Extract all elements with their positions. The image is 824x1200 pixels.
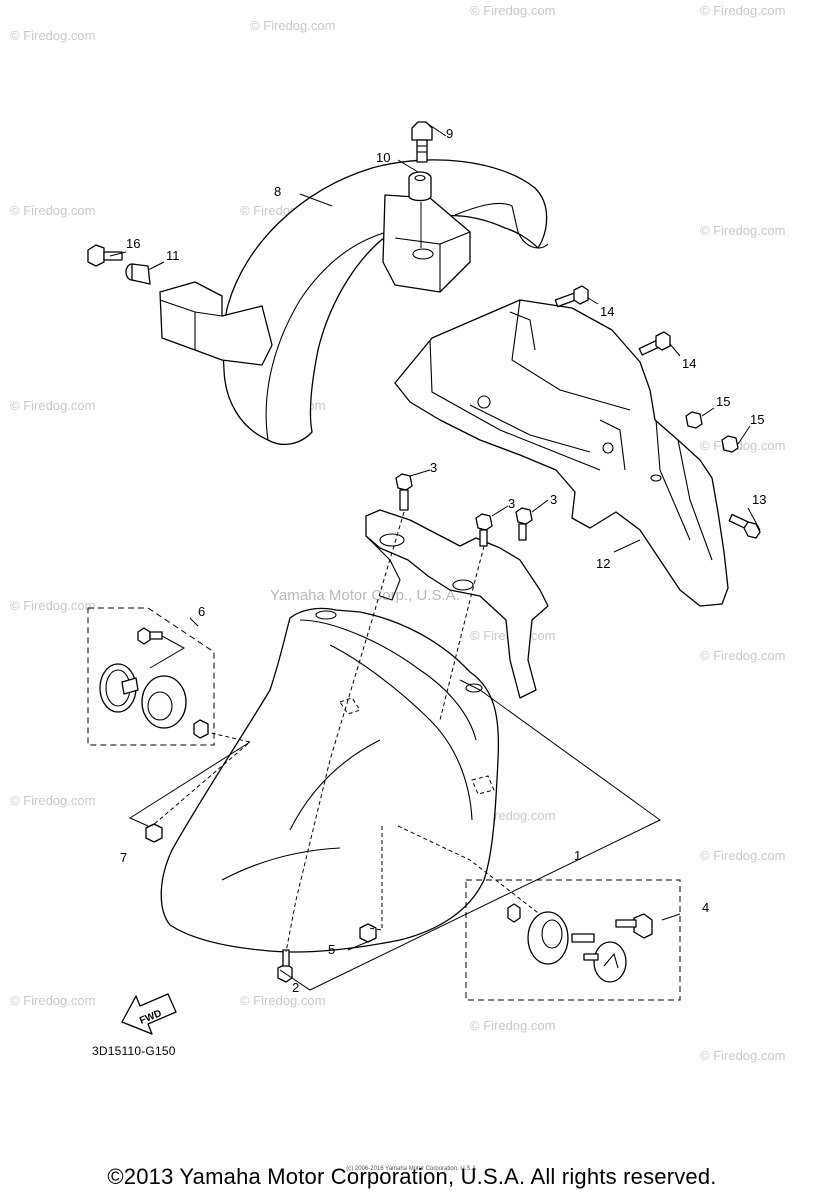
callout-15: 15 <box>716 394 730 409</box>
part-3-bolt <box>395 473 413 511</box>
part-4-damper-kit <box>465 879 681 1001</box>
callout-9: 9 <box>446 126 453 141</box>
callout-1: 1 <box>574 848 581 863</box>
diagram-code: 3D15110-G150 <box>92 1044 176 1058</box>
part-9-bolt <box>411 121 433 163</box>
watermark-text: © Firedog.com <box>10 598 95 613</box>
fwd-arrow-icon: FWD <box>121 993 177 1035</box>
part-14-bolt <box>554 285 589 308</box>
watermark-text: © Firedog.com <box>700 1048 785 1063</box>
watermark-text: © Firedog.com <box>700 648 785 663</box>
part-6-damper-kit <box>87 607 215 746</box>
callout-3: 3 <box>430 460 437 475</box>
assembly-lines <box>128 511 661 991</box>
callout-3: 3 <box>508 496 515 511</box>
callout-3: 3 <box>550 492 557 507</box>
callout-6: 6 <box>198 604 205 619</box>
callout-2: 2 <box>292 980 299 995</box>
callout-16: 16 <box>126 236 140 251</box>
callout-5: 5 <box>328 942 335 957</box>
watermark-text: © Firedog.com <box>470 3 555 18</box>
watermark-text: © Firedog.com <box>250 18 335 33</box>
callout-8: 8 <box>274 184 281 199</box>
part-11-collar <box>125 263 151 285</box>
part-10-collar <box>408 171 432 202</box>
part-7-nut <box>145 823 163 843</box>
watermark-text: © Firedog.com <box>470 1018 555 1033</box>
callout-15: 15 <box>750 412 764 427</box>
watermark-text: © Firedog.com <box>10 28 95 43</box>
part-3-bolt <box>475 513 493 547</box>
callout-14: 14 <box>600 304 614 319</box>
watermark-text: © Firedog.com <box>10 993 95 1008</box>
part-14-bolt <box>638 331 671 356</box>
watermark-center-text: Yamaha Motor Corp., U.S.A. <box>270 587 460 604</box>
part-15-nut <box>721 435 739 453</box>
callout-labels: 9 10 8 16 11 14 14 15 15 13 12 3 3 3 6 7… <box>120 126 766 995</box>
part-13-bolt <box>728 513 761 539</box>
part-15-nut <box>685 411 703 429</box>
callout-4: 4 <box>702 900 709 915</box>
callout-7: 7 <box>120 850 127 865</box>
watermark-text: © Firedog.com <box>10 793 95 808</box>
part-12-tail-housing <box>394 299 729 607</box>
callout-14: 14 <box>682 356 696 371</box>
callout-13: 13 <box>752 492 766 507</box>
watermark-text: © Firedog.com <box>700 848 785 863</box>
copyright-notice: ©2013 Yamaha Motor Corporation, U.S.A. A… <box>107 1164 717 1189</box>
watermark-text: © Firedog.com <box>240 993 325 1008</box>
callout-10: 10 <box>376 150 390 165</box>
watermark-text: © Firedog.com <box>700 223 785 238</box>
watermark-text: © Firedog.com <box>700 3 785 18</box>
part-16-bolt <box>87 244 123 267</box>
small-credit-text: (c) 2006-2016 Yamaha Motor Corporation, … <box>346 1166 478 1172</box>
callout-12: 12 <box>596 556 610 571</box>
leader-lines <box>109 121 761 951</box>
watermark-text: © Firedog.com <box>700 438 785 453</box>
watermark-text: © Firedog.com <box>10 203 95 218</box>
part-8-rear-fender <box>159 159 549 446</box>
part-5-nut <box>359 923 377 943</box>
watermark-text: © Firedog.com <box>10 398 95 413</box>
fender-bracket <box>365 509 549 699</box>
part-3-bolt <box>515 507 533 541</box>
part-1-front-fender <box>160 607 500 953</box>
callout-11: 11 <box>166 248 180 263</box>
